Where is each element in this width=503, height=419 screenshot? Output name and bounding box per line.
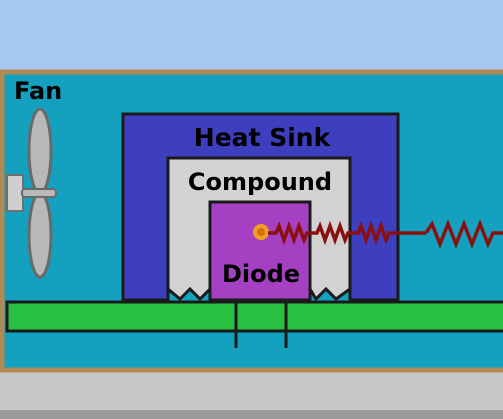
heat-sink-label: Heat Sink: [194, 123, 332, 152]
diode: [208, 200, 312, 302]
circuit-board: [5, 300, 503, 333]
fan-icon: [6, 107, 57, 279]
thermal-resistor-icon: [268, 219, 503, 249]
fan-blade-top: [27, 107, 53, 195]
resistor-segment-3: [354, 220, 426, 246]
heat-source-core: [257, 228, 265, 236]
resistor-segment-1: [268, 220, 312, 246]
resistor-segment-2: [312, 220, 354, 246]
floor-stripe: [0, 410, 503, 419]
fan-blade-bottom: [27, 191, 53, 279]
fan-label: Fan: [14, 77, 62, 105]
fan-mount: [6, 174, 24, 212]
fan-hub: [21, 188, 57, 198]
diode-label: Diode: [222, 260, 300, 288]
resistor-segment-4: [424, 219, 503, 249]
compound-label: Compound: [188, 168, 332, 196]
sky-background: [0, 0, 503, 72]
